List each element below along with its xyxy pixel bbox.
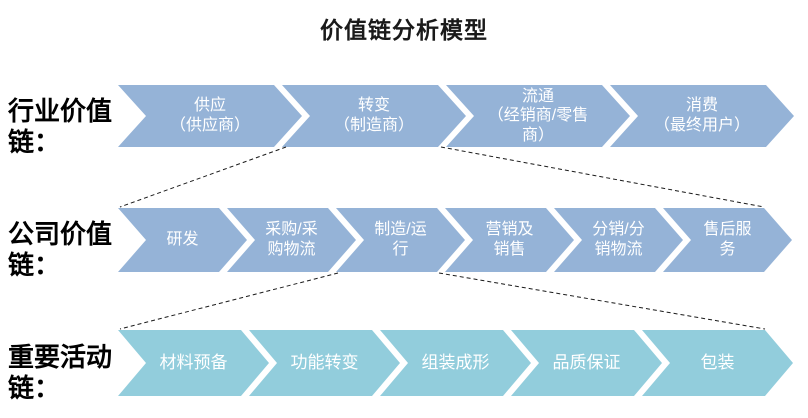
chevron-supply: 供应 （供应商）: [118, 85, 302, 147]
activity-chain-row: 材料预备 功能转变 组装成形 品质保证 包装: [118, 330, 793, 396]
chevron-after-sales-service: 售后服 务: [663, 208, 792, 272]
chevron-function-transform: 功能转变: [249, 330, 400, 396]
industry-chain-row: 供应 （供应商） 转变 （制造商） 流通 （经销商/零售 商） 消费 （最终用户…: [118, 85, 794, 147]
diagram-title: 价值链分析模型: [320, 17, 488, 43]
chevron-packaging: 包装: [642, 330, 793, 396]
chevron-transform: 转变 （制造商）: [282, 85, 466, 147]
chevron-distribution: 流通 （经销商/零售 商）: [446, 85, 630, 147]
chevron-rd: 研发: [118, 208, 247, 272]
chevron-assembly-forming: 组装成形: [380, 330, 531, 396]
row-label-industry-chain: 行业价值 链：: [8, 96, 113, 158]
row-label-company-chain: 公司价值 链：: [8, 219, 113, 281]
connector-line-industry-to-company-left: [119, 146, 287, 208]
chevron-manufacturing-operations: 制造/运 行: [336, 208, 465, 272]
chevron-material-preparation: 材料预备: [118, 330, 269, 396]
row-label-activity-chain: 重要活动 链：: [8, 342, 113, 404]
connector-line-company-to-activity-left: [119, 272, 339, 330]
company-chain-row: 研发 采购/采 购物流 制造/运 行 营销及 销售 分销/分 销物流 售后服 务: [118, 208, 792, 272]
chevron-quality-assurance: 品质保证: [511, 330, 662, 396]
connector-line-company-to-activity-right: [438, 272, 766, 330]
connector-line-industry-to-company-right: [440, 146, 765, 208]
chevron-consumption: 消费 （最终用户）: [610, 85, 794, 147]
